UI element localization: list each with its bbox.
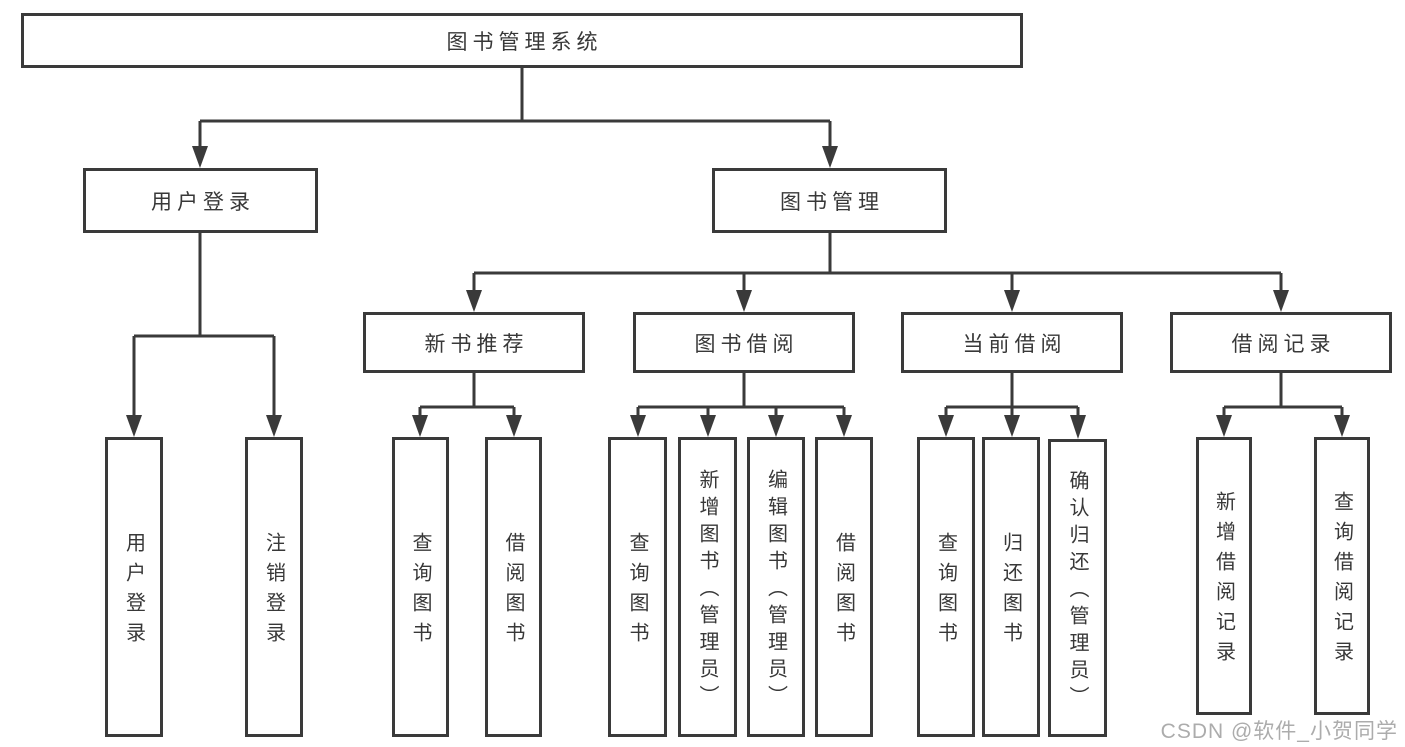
leaf-borrow-books-borrow: 借阅图书: [815, 437, 873, 737]
node-borrow-records-label: 借阅记录: [1231, 332, 1336, 356]
leaf-query-borrow-record-label: 查询借阅记录: [1330, 491, 1353, 671]
node-book-borrow-label: 图书借阅: [694, 332, 799, 356]
leaf-edit-book-admin: 编辑图书（管理员）: [747, 437, 805, 737]
leaf-confirm-return-admin-label: 确认归还（管理员）: [1066, 470, 1088, 713]
leaf-query-borrow-record: 查询借阅记录: [1314, 437, 1370, 715]
leaf-query-books-borrow-label: 查询图书: [626, 532, 648, 652]
leaf-user-login-label: 用户登录: [122, 532, 145, 652]
leaf-query-books-current-label: 查询图书: [934, 532, 957, 652]
leaf-add-borrow-record-label: 新增借阅记录: [1212, 491, 1235, 671]
leaf-borrow-books-recommend-label: 借阅图书: [502, 532, 524, 652]
node-current-borrow-label: 当前借阅: [962, 332, 1067, 356]
leaf-return-books: 归还图书: [982, 437, 1040, 737]
node-new-book-recommend-label: 新书推荐: [424, 332, 529, 356]
leaf-query-books-current: 查询图书: [917, 437, 975, 737]
leaf-user-login: 用户登录: [105, 437, 163, 737]
node-borrow-records: 借阅记录: [1170, 312, 1392, 373]
leaf-logout-label: 注销登录: [262, 532, 285, 652]
leaf-query-books-recommend: 查询图书: [392, 437, 449, 737]
node-user-login: 用户登录: [83, 168, 318, 233]
leaf-add-book-admin: 新增图书（管理员）: [678, 437, 737, 737]
node-new-book-recommend: 新书推荐: [363, 312, 585, 373]
watermark: CSDN @软件_小贺同学: [1160, 720, 1398, 743]
leaf-borrow-books-recommend: 借阅图书: [485, 437, 542, 737]
node-book-management-label: 图书管理: [780, 190, 884, 214]
node-book-borrow: 图书借阅: [633, 312, 855, 373]
leaf-logout: 注销登录: [245, 437, 303, 737]
leaf-borrow-books-borrow-label: 借阅图书: [832, 532, 855, 652]
leaf-return-books-label: 归还图书: [999, 532, 1022, 652]
leaf-add-book-admin-label: 新增图书（管理员）: [696, 469, 718, 712]
node-book-management: 图书管理: [712, 168, 947, 233]
node-current-borrow: 当前借阅: [901, 312, 1123, 373]
leaf-query-books-recommend-label: 查询图书: [409, 532, 431, 652]
node-root-label: 图书管理系统: [446, 30, 603, 54]
leaf-edit-book-admin-label: 编辑图书（管理员）: [764, 469, 787, 712]
node-root: 图书管理系统: [21, 13, 1023, 68]
leaf-query-books-borrow: 查询图书: [608, 437, 667, 737]
node-user-login-label: 用户登录: [151, 190, 255, 214]
leaf-add-borrow-record: 新增借阅记录: [1196, 437, 1252, 715]
leaf-confirm-return-admin: 确认归还（管理员）: [1048, 439, 1107, 737]
